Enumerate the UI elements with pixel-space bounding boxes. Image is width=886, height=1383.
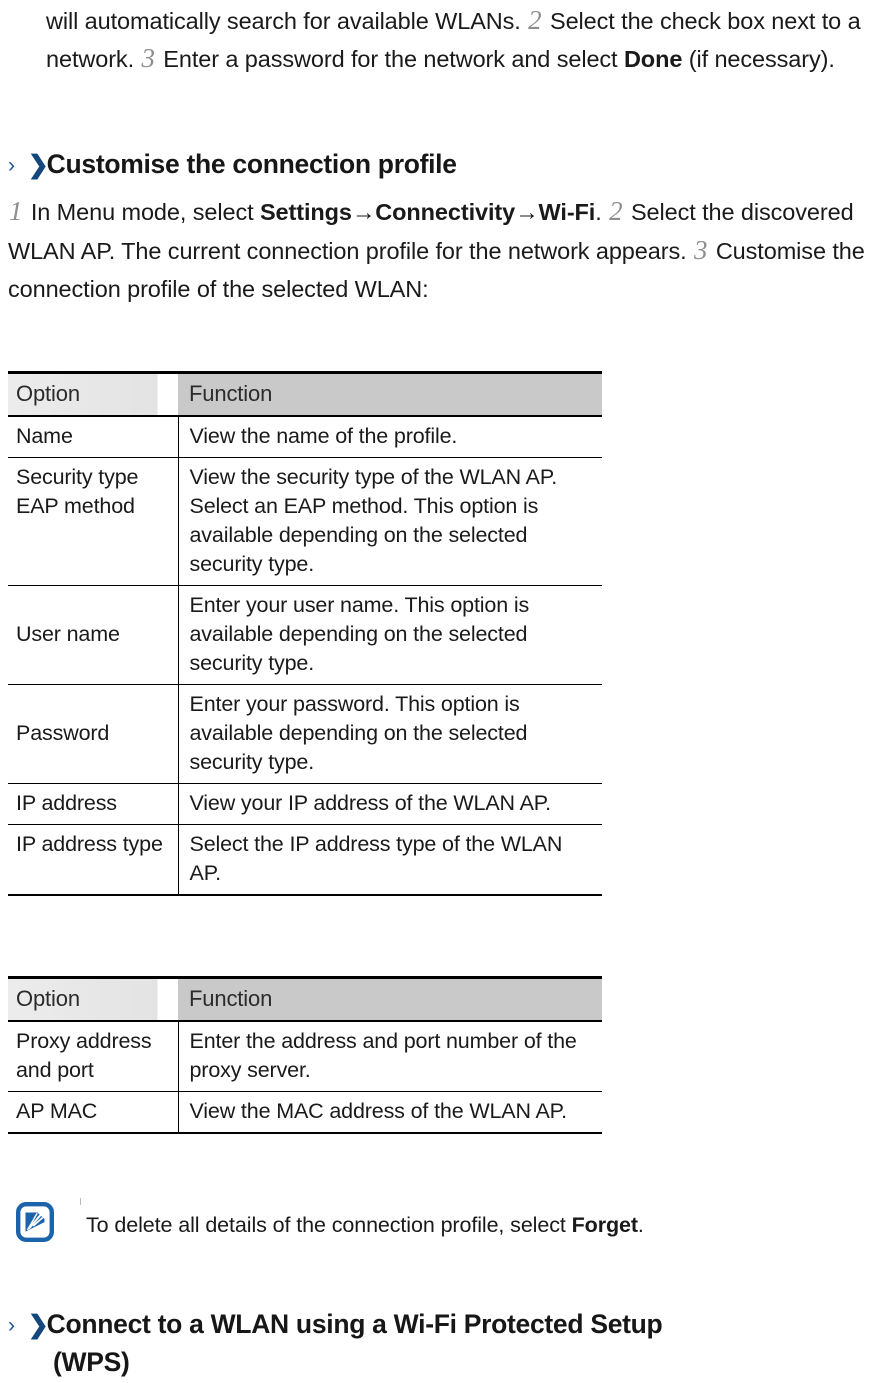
table-row: IP address View your IP address of the W… bbox=[8, 783, 602, 825]
step-number-3b: 3 bbox=[693, 235, 708, 265]
table2-row0-function: Enter the address and port number of the… bbox=[178, 1021, 602, 1092]
note-icon bbox=[16, 1202, 54, 1242]
steps-text-c: Customise the connection profile of the … bbox=[8, 238, 865, 302]
table-row: Name View the name of the profile. bbox=[8, 416, 602, 458]
arrow-icon-2: → bbox=[515, 199, 539, 225]
heading-connect-wlan-wps: › ❯Connect to a WLAN using a Wi-Fi Protec… bbox=[8, 1306, 884, 1380]
step-number-1: 1 bbox=[9, 196, 23, 226]
step-number-3: 3 bbox=[141, 43, 155, 73]
menu-path-settings: Settings bbox=[259, 199, 352, 225]
intro-bold-done: Done bbox=[623, 46, 683, 72]
note-bold-forget: Forget bbox=[571, 1213, 638, 1237]
heading-wps-label-line1: Connect to a WLAN using a Wi-Fi Protecte… bbox=[46, 1309, 663, 1339]
table2-row0-option: Proxy address and port bbox=[8, 1021, 179, 1092]
table1-row4-option: IP address bbox=[8, 783, 179, 825]
note-tick-mark bbox=[80, 1198, 81, 1205]
table1-row5-option: IP address type bbox=[8, 824, 179, 896]
step-number-2: 2 bbox=[528, 5, 542, 35]
table1-header-row: Option Function bbox=[8, 371, 602, 417]
table1-row1-function: View the security type of the WLAN AP. S… bbox=[178, 457, 602, 586]
note-block: To delete all details of the connection … bbox=[10, 1198, 880, 1258]
step-number-2b: 2 bbox=[609, 196, 623, 226]
heading-wps-label-line2: (WPS) bbox=[53, 1347, 130, 1377]
note-text: To delete all details of the connection … bbox=[86, 1210, 644, 1240]
table2-header-row: Option Function bbox=[8, 976, 602, 1022]
table1-row1-option: Security type EAP method bbox=[8, 457, 179, 586]
table2-row1-function: View the MAC address of the WLAN AP. bbox=[178, 1091, 602, 1134]
note-text-a: To delete all details of the connection … bbox=[86, 1213, 566, 1237]
table1-row2-function: Enter your user name. This option is ava… bbox=[178, 585, 602, 685]
intro-line1-text-a: will automatically search for available … bbox=[46, 8, 521, 34]
table-row: Proxy address and port Enter the address… bbox=[8, 1021, 602, 1092]
customise-steps-paragraph: 1 In Menu mode, select Settings→Connecti… bbox=[8, 192, 884, 308]
table1-header-function: Function bbox=[178, 371, 602, 417]
heading-customise-connection-profile: › ❯Customise the connection profile bbox=[8, 146, 884, 184]
table1-row5-function: Select the IP address type of the WLAN A… bbox=[178, 824, 602, 896]
table1-row0-function: View the name of the profile. bbox=[178, 416, 602, 458]
chevron-right-thin-icon-2: › bbox=[8, 1314, 15, 1337]
intro-line1-text-b: Select the check box bbox=[550, 8, 765, 34]
heading-customise-label: Customise the connection profile bbox=[46, 149, 457, 179]
chevron-right-bold-icon: ❯ bbox=[27, 151, 49, 179]
table-row: IP address type Select the IP address ty… bbox=[8, 824, 602, 896]
table-row: Password Enter your password. This optio… bbox=[8, 684, 602, 784]
steps-text-a: In Menu mode, select bbox=[30, 199, 254, 225]
table2-row1-option: AP MAC bbox=[8, 1091, 179, 1134]
menu-path-connectivity: Connectivity bbox=[375, 199, 516, 225]
steps-text-b: Select the discovered WLAN AP. The curre… bbox=[8, 199, 854, 264]
table1-row0-option: Name bbox=[8, 416, 179, 458]
chevron-right-bold-icon-2: ❯ bbox=[27, 1311, 49, 1339]
chevron-right-thin-icon: › bbox=[8, 154, 15, 177]
intro-line2-text-b: Enter a password for the network and sel… bbox=[163, 46, 618, 72]
intro-line2-text-a: next to a network. bbox=[46, 8, 861, 72]
steps-period: . bbox=[595, 199, 602, 225]
intro-paragraph: will automatically search for available … bbox=[46, 2, 886, 78]
table1-row4-function: View your IP address of the WLAN AP. bbox=[178, 783, 602, 825]
table-row: AP MAC View the MAC address of the WLAN … bbox=[8, 1091, 602, 1134]
options-table-2: Option Function Proxy address and port E… bbox=[8, 976, 602, 1134]
table-row: User name Enter your user name. This opt… bbox=[8, 585, 602, 685]
table1-row2-option: User name bbox=[8, 585, 179, 685]
table1-header-option: Option bbox=[8, 371, 178, 417]
arrow-icon-1: → bbox=[351, 199, 376, 225]
table2-header-option: Option bbox=[8, 976, 178, 1022]
note-text-b: . bbox=[637, 1213, 644, 1237]
intro-line3-text: (if necessary). bbox=[688, 46, 835, 72]
table2-header-function: Function bbox=[178, 976, 602, 1022]
options-table-1: Option Function Name View the name of th… bbox=[8, 371, 602, 896]
table-row: Security type EAP method View the securi… bbox=[8, 457, 602, 586]
table1-row3-option: Password bbox=[8, 684, 179, 784]
table1-row3-function: Enter your password. This option is avai… bbox=[178, 684, 602, 784]
menu-path-wifi: Wi-Fi bbox=[538, 199, 596, 225]
